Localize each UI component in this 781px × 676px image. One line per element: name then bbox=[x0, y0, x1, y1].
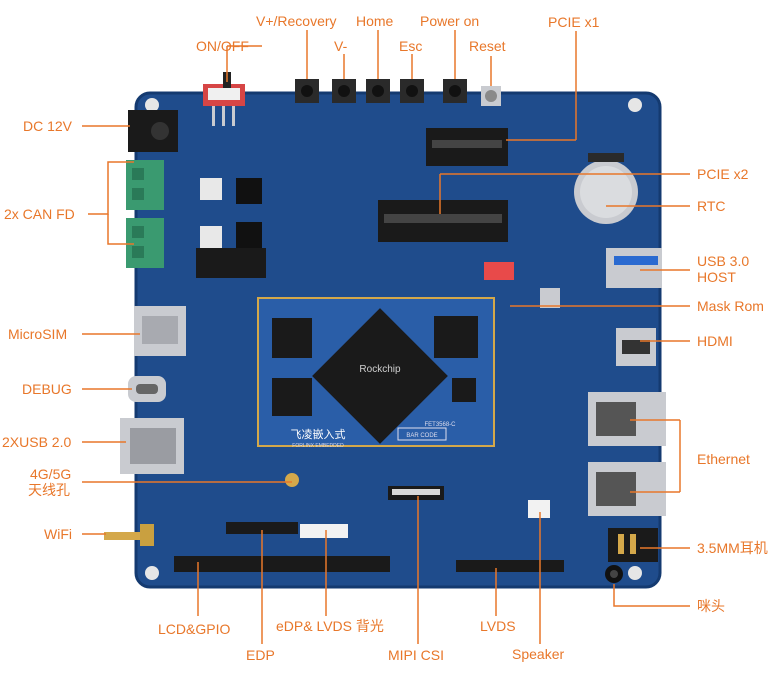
label-mic: 咪头 bbox=[697, 598, 725, 614]
mounting-hole bbox=[145, 566, 159, 580]
label-ethernet: Ethernet bbox=[697, 451, 750, 467]
label-mipi-csi: MIPI CSI bbox=[388, 647, 445, 663]
label-dc-12v: DC 12V bbox=[23, 118, 73, 134]
label-wifi: WiFi bbox=[44, 526, 72, 542]
label-edp-lvds-backlight: eDP& LVDS 背光 bbox=[276, 618, 384, 634]
label-antenna-hole: 天线孔 bbox=[28, 482, 70, 498]
brand-en-text: FORLINX EMBEDDED bbox=[292, 443, 344, 449]
label-v-minus: V- bbox=[334, 38, 348, 54]
edp-header bbox=[226, 522, 298, 534]
soc-chip bbox=[312, 308, 448, 444]
usb3-port bbox=[606, 248, 662, 288]
barcode-text: BAR CODE bbox=[406, 433, 437, 439]
label-edp: EDP bbox=[246, 647, 275, 663]
label-pcie-x2: PCIE x2 bbox=[697, 166, 749, 182]
label-4g-5g: 4G/5G bbox=[30, 466, 72, 482]
label-on-off: ON/OFF bbox=[196, 38, 249, 54]
label-usb3: USB 3.0 bbox=[697, 253, 750, 269]
label-esc: Esc bbox=[399, 38, 423, 54]
label-mask-rom: Mask Rom bbox=[697, 298, 764, 314]
tactile-buttons bbox=[295, 79, 501, 106]
label-microsim: MicroSIM bbox=[8, 326, 68, 342]
label-debug: DEBUG bbox=[22, 381, 72, 397]
wifi-antenna bbox=[104, 532, 144, 540]
label-usb-2: 2XUSB 2.0 bbox=[2, 434, 72, 450]
label-pcie-x1: PCIE x1 bbox=[548, 14, 600, 30]
lcd-gpio-header bbox=[174, 556, 390, 572]
lvds-header bbox=[456, 560, 564, 572]
label-can-fd: 2x CAN FD bbox=[4, 206, 75, 222]
label-reset: Reset bbox=[469, 38, 506, 54]
label-audio-jack: 3.5MM耳机 bbox=[697, 540, 768, 556]
label-lvds: LVDS bbox=[480, 618, 516, 634]
label-lcd-gpio: LCD&GPIO bbox=[158, 621, 231, 637]
chip-label: Rockchip bbox=[359, 364, 401, 375]
label-hdmi: HDMI bbox=[697, 333, 733, 349]
label-power-on: Power on bbox=[420, 13, 480, 29]
mounting-hole bbox=[628, 98, 642, 112]
mounting-hole bbox=[628, 566, 642, 580]
label-v-plus-recovery: V+/Recovery bbox=[256, 13, 337, 29]
brand-text: 飞凌嵌入式 bbox=[291, 427, 346, 441]
label-usb3-host: HOST bbox=[697, 269, 736, 285]
som-model-text: FET3568-C bbox=[424, 422, 456, 428]
label-rtc: RTC bbox=[697, 198, 726, 214]
mounting-hole bbox=[145, 98, 159, 112]
label-home: Home bbox=[356, 13, 394, 29]
label-speaker: Speaker bbox=[512, 646, 565, 662]
